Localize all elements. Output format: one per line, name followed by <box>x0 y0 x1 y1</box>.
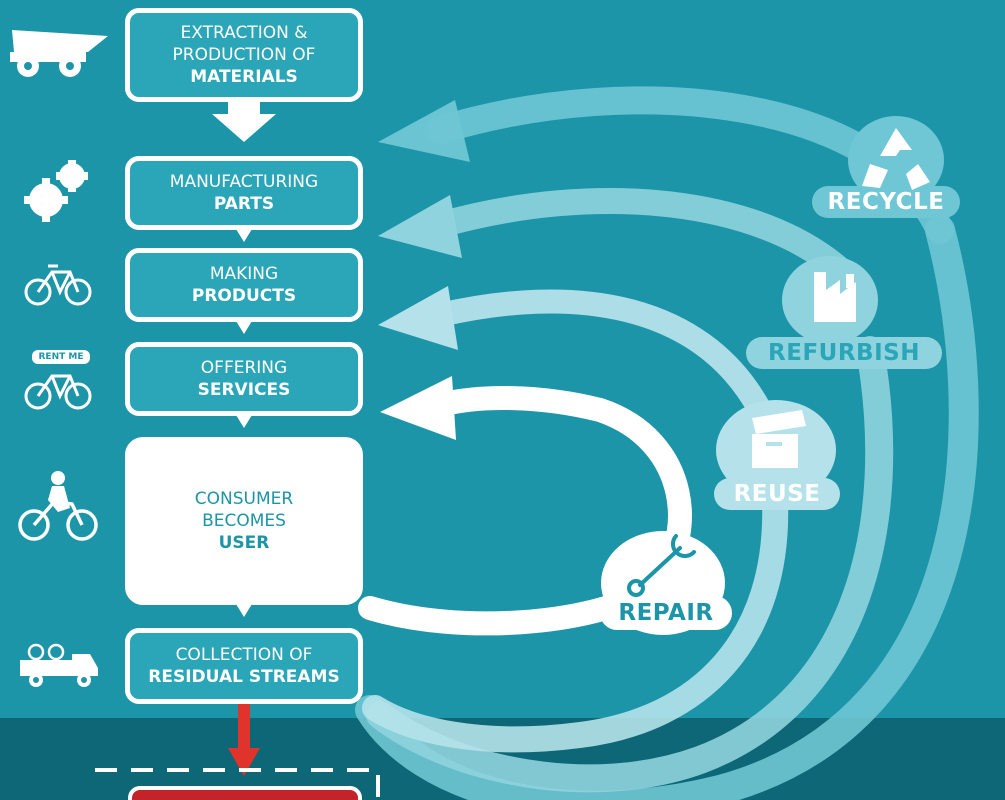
step-offering-bold: SERVICES <box>197 380 291 400</box>
repair-loop-arrow <box>358 386 692 636</box>
gears-icon <box>24 160 88 222</box>
repair-label: REPAIR <box>618 600 714 626</box>
refurbish-arrowhead <box>378 195 462 258</box>
step-collection-line1: COLLECTION OF <box>175 645 313 665</box>
recycle-label: RECYCLE <box>827 189 945 215</box>
bicycle-icon <box>24 264 92 306</box>
reuse-label: REUSE <box>733 481 821 507</box>
refurbish-label: REFURBISH <box>768 340 920 366</box>
down-arrow-4 <box>236 415 252 428</box>
refurbish-loop-top <box>427 188 853 283</box>
step-collection-bold: RESIDUAL STREAMS <box>148 667 340 687</box>
box-icon <box>752 410 806 468</box>
factory-icon <box>814 272 856 322</box>
disposal-box <box>128 786 362 800</box>
step-extraction: EXTRACTION & PRODUCTION OF MATERIALS <box>125 8 363 102</box>
recycle-icon <box>862 128 930 190</box>
step-making-bold: PRODUCTS <box>191 286 297 306</box>
step-manufacturing-bold: PARTS <box>213 194 275 214</box>
reuse-loop-arrow <box>362 487 789 753</box>
step-making: MAKING PRODUCTS <box>125 248 363 322</box>
step-extraction-line1: EXTRACTION & <box>180 23 308 43</box>
cyclist-icon <box>18 471 98 541</box>
down-arrow-5 <box>236 604 252 617</box>
reuse-loop-top <box>428 289 772 422</box>
step-consumer-bold: USER <box>218 533 270 553</box>
down-arrow-2 <box>236 229 252 242</box>
step-consumer-line1: CONSUMER <box>194 489 294 509</box>
step-manufacturing: MANUFACTURING PARTS <box>125 156 363 230</box>
step-extraction-line2: PRODUCTION OF <box>172 45 316 65</box>
step-making-line1: MAKING <box>209 264 279 284</box>
step-offering-line1: OFFERING <box>200 358 288 378</box>
reuse-label-bg <box>714 478 840 510</box>
repair-label-bg <box>600 596 732 630</box>
reuse-arrowhead <box>378 286 458 350</box>
step-offering: OFFERING SERVICES <box>125 342 363 416</box>
step-consumer: CONSUMER BECOMES USER <box>125 437 363 605</box>
recycle-loop-arrow <box>355 215 979 800</box>
wrench-icon <box>627 534 696 597</box>
repair-arrowhead <box>380 376 456 440</box>
recycle-label-bg <box>812 186 960 218</box>
step-collection: COLLECTION OF RESIDUAL STREAMS <box>125 628 363 704</box>
rental-bicycle-icon <box>24 350 92 410</box>
disposal-arrow-shaft <box>238 703 250 751</box>
rent-me-tag: RENT ME <box>38 352 84 362</box>
step-manufacturing-line1: MANUFACTURING <box>169 172 319 192</box>
pickup-truck-icon <box>20 643 98 687</box>
step-consumer-line2: BECOMES <box>202 511 286 531</box>
refurbish-loop-arrow <box>366 336 894 793</box>
dump-truck-icon <box>10 30 108 77</box>
recycle-arrowhead <box>378 100 470 162</box>
disposal-arrow-head <box>228 748 260 776</box>
refurbish-label-bg <box>746 337 942 369</box>
down-arrow-1 <box>212 100 276 142</box>
down-arrow-3 <box>236 321 252 334</box>
disposal-dashed-frame <box>95 768 380 800</box>
step-extraction-bold: MATERIALS <box>190 67 298 87</box>
